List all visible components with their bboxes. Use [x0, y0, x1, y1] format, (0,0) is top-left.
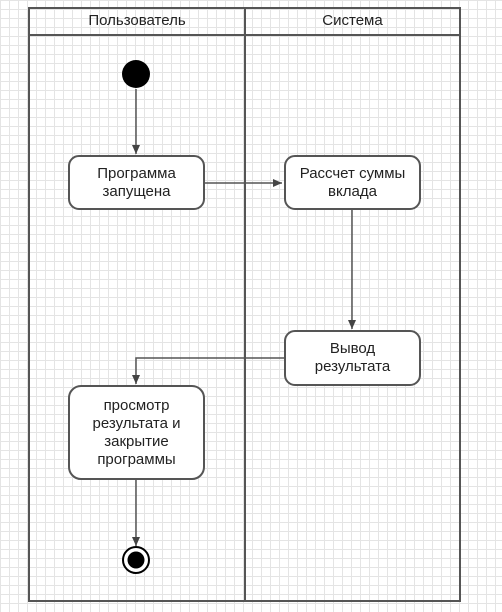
- swimlane-user-header: Пользователь: [28, 7, 246, 36]
- action-view-and-close: просмотр результата и закрытие программы: [68, 385, 205, 480]
- action-calc-deposit-label: Рассчет суммы вклада: [299, 164, 406, 200]
- action-program-started: Программа запущена: [68, 155, 205, 210]
- action-calc-deposit: Рассчет суммы вклада: [284, 155, 421, 210]
- action-view-and-close-label: просмотр результата и закрытие программы: [92, 396, 181, 468]
- swimlane-user-title: Пользователь: [88, 12, 186, 29]
- swimlane-system-header: Система: [244, 7, 461, 36]
- initial-node: [122, 60, 150, 88]
- final-node: [122, 546, 150, 574]
- action-program-started-label: Программа запущена: [97, 164, 176, 200]
- swimlane-system: [244, 7, 461, 602]
- action-output-result: Вывод результата: [284, 330, 421, 386]
- edge-output-to-view-close: [132, 357, 285, 384]
- swimlane-system-title: Система: [322, 12, 383, 29]
- action-output-result-label: Вывод результата: [314, 340, 391, 375]
